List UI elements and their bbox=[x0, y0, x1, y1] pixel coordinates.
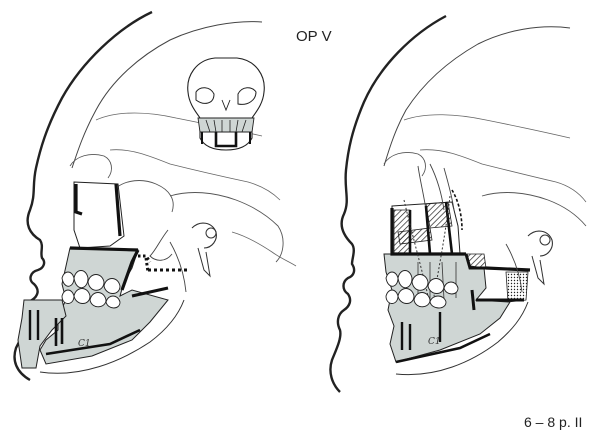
left-segment-label: C1 bbox=[78, 339, 91, 349]
right-panel: C1 bbox=[330, 16, 586, 392]
frontal-skull-icon bbox=[188, 58, 265, 150]
figure-caption: 6 – 8 p. II bbox=[524, 414, 582, 430]
right-segment-label: C1 bbox=[428, 337, 441, 347]
figure-title: OP V bbox=[296, 28, 332, 45]
